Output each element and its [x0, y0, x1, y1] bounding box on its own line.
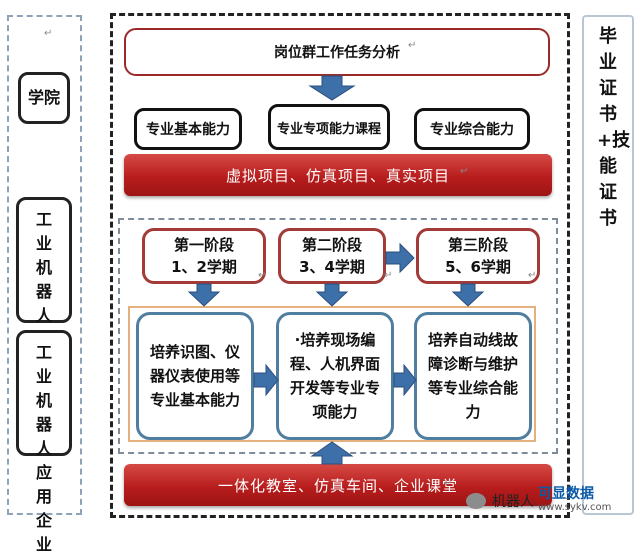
up-arrow-icon — [310, 441, 354, 465]
ability-box-comprehensive: 专业综合能力 — [414, 108, 530, 150]
right-arrow-icon — [385, 242, 415, 274]
stage-terms: 3、4学期 — [299, 258, 365, 276]
content-box-special: ·培养现场编程、人机界面开发等专业专项能力 — [276, 312, 394, 440]
projects-bar-label: 虚拟项目、仿真项目、真实项目 — [225, 166, 450, 185]
user-enterprise-box: 工业机器人应用企业 — [16, 330, 72, 554]
watermark: 机器人 可显数据 www.sykv.com — [466, 483, 640, 519]
ability-box-special: 专业专项能力课程 — [268, 104, 390, 150]
paragraph-mark-icon: ↵ — [408, 40, 417, 51]
venue-bar-label: 一体化教室、仿真车间、企业课堂 — [217, 476, 458, 495]
watermark-logo: 可显数据 — [538, 486, 594, 502]
ability-label: 专业综合能力 — [430, 122, 514, 138]
projects-bar: 虚拟项目、仿真项目、真实项目 — [124, 154, 552, 196]
content-label: 培养自动线故障诊断与维护等专业综合能力 — [427, 331, 518, 421]
content-box-basic: 培养识图、仪器仪表使用等专业基本能力 — [136, 312, 254, 440]
watermark-url: www.sykv.com — [538, 502, 612, 513]
paragraph-mark-icon: ↵ — [384, 270, 393, 281]
left-column — [7, 15, 82, 515]
right-arrow-icon — [253, 363, 279, 397]
content-label: 培养识图、仪器仪表使用等专业基本能力 — [149, 343, 240, 409]
ability-label: 专业专项能力课程 — [276, 121, 381, 137]
content-frame — [128, 306, 536, 442]
right-arrow-icon — [393, 363, 417, 397]
content-box-comprehensive: 培养自动线故障诊断与维护等专业综合能力 — [414, 312, 532, 440]
task-analysis-box: 岗位群工作任务分析 — [124, 28, 550, 76]
certificate-label: 毕业证书+技能证书 — [597, 26, 631, 229]
stage-name: 第二阶段 — [301, 236, 362, 254]
stage-terms: 1、2学期 — [171, 258, 237, 276]
content-label: ·培养现场编程、人机界面开发等专业专项能力 — [289, 331, 380, 421]
right-column — [582, 15, 634, 515]
stage-box-3: 第三阶段 5、6学期 — [416, 228, 540, 284]
paragraph-mark-icon: ↵ — [258, 270, 267, 281]
ability-label: 专业基本能力 — [146, 122, 230, 138]
ability-box-basic: 专业基本能力 — [134, 108, 242, 150]
paragraph-mark-icon: ↵ — [460, 166, 469, 177]
main-frame — [110, 13, 570, 518]
paragraph-mark-icon: ↵ — [44, 28, 53, 39]
wechat-icon — [466, 493, 486, 509]
stage-box-2: 第二阶段 3、4学期 — [278, 228, 386, 284]
task-analysis-title: 岗位群工作任务分析 — [274, 45, 400, 61]
college-label: 学院 — [27, 88, 60, 107]
stage-terms: 5、6学期 — [445, 258, 511, 276]
stage-name: 第一阶段 — [173, 236, 234, 254]
down-arrow-icon — [308, 75, 356, 101]
paragraph-mark-icon: ↵ — [528, 270, 537, 281]
down-arrow-icon — [315, 283, 349, 307]
down-arrow-icon — [451, 283, 485, 307]
down-arrow-icon — [187, 283, 221, 307]
college-box: 学院 — [18, 72, 70, 124]
watermark-text: 机器人 — [492, 494, 534, 510]
stage-box-1: 第一阶段 1、2学期 — [142, 228, 266, 284]
arrows-layer — [187, 75, 485, 465]
paragraph-mark-icon: ↵ — [444, 478, 453, 489]
stage-name: 第三阶段 — [447, 236, 508, 254]
